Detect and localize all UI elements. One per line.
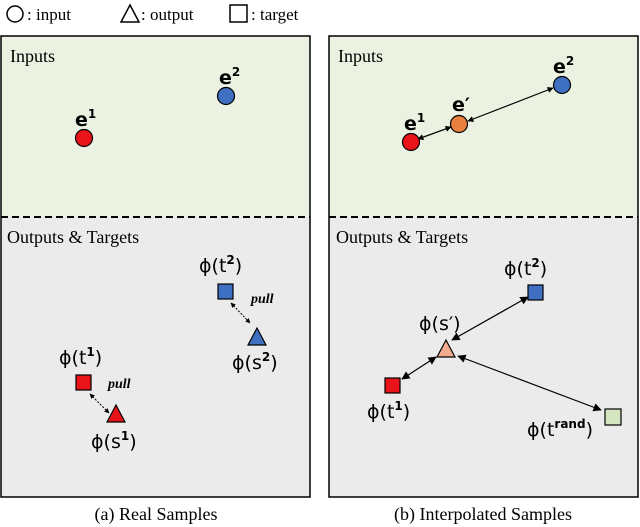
panel-a-t1-target-square	[75, 374, 92, 391]
panel-a-e1-input-circle	[74, 128, 94, 148]
panel-a-outputs-title: Outputs & Targets	[7, 227, 139, 247]
panel-b-sprime-label: ϕ(s′)	[419, 313, 461, 335]
legend-target-square-icon	[229, 4, 248, 23]
panel-a-t2-label: ϕ(t2)	[199, 253, 242, 277]
panel-a-pull-arrow-2	[230, 302, 251, 324]
panel-b-eprime-label: e′	[452, 94, 470, 116]
panel-a-s1-label: ϕ(s1)	[91, 429, 137, 453]
legend-output-triangle-icon	[119, 3, 141, 23]
legend-input-label: : input	[27, 5, 71, 24]
panel-a-s2-output-triangle	[247, 326, 267, 346]
panel-a-pull-arrow-1	[89, 393, 110, 414]
legend-output-label: : output	[141, 5, 194, 24]
panel-b-outputs-title: Outputs & Targets	[336, 227, 468, 247]
panel-a-outputs-region	[1, 217, 310, 497]
panel-b-e1-eprime-arrow	[417, 126, 452, 140]
panel-b-sprime-output-triangle	[436, 338, 456, 358]
panel-a-inputs-region	[1, 36, 310, 217]
panel-b: Inputs Outputs & Targets e1 e′ e2 ϕ(t2) …	[328, 35, 639, 525]
panel-b-sprime-trand-arrow	[457, 354, 602, 412]
panel-b-sprime-t2-arrow	[451, 296, 529, 341]
panel-a-t2-target-square	[217, 283, 234, 300]
panel-b-outputs-region	[329, 217, 638, 497]
panel-b-caption: (b) Interpolated Samples	[394, 504, 572, 525]
panel-a-s2-label: ϕ(s2)	[232, 350, 278, 374]
panel-b-e2-input-circle	[552, 75, 572, 95]
panel-b-e1-input-circle	[401, 132, 421, 152]
panel-a-e2-input-circle	[216, 86, 236, 106]
panel-b-e1-label: e1	[404, 111, 425, 135]
panel-b-trand-label: ϕ(trand)	[527, 417, 593, 441]
panel-a-frame	[0, 35, 311, 498]
panel-a-e2-label: e2	[219, 65, 240, 89]
panel-a-caption: (a) Real Samples	[95, 504, 218, 525]
panel-b-eprime-input-circle	[449, 114, 469, 134]
panel-b-t1-target-square	[384, 377, 401, 394]
panel-b-sprime-t1-arrow	[401, 356, 437, 380]
panel-a-e1-label: e1	[75, 107, 96, 131]
panel-b-inputs-title: Inputs	[338, 46, 383, 66]
legend: : input : output : target	[6, 3, 299, 24]
panel-a-inputs-title: Inputs	[10, 46, 55, 66]
panel-a-pull-label-2: pull	[250, 292, 274, 307]
panel-b-t2-label: ϕ(t2)	[504, 256, 547, 280]
panel-b-inputs-region	[329, 36, 638, 217]
panel-a: Inputs Outputs & Targets e1 e2 ϕ(t2) pul…	[0, 35, 311, 525]
panel-b-trand-target-square	[604, 408, 622, 426]
panel-b-frame	[328, 35, 639, 498]
panel-a-s1-output-triangle	[106, 403, 126, 423]
panel-a-pull-label-1: pull	[107, 377, 131, 392]
panel-b-t1-label: ϕ(t1)	[367, 399, 410, 423]
panel-b-eprime-e2-arrow	[467, 87, 554, 122]
panel-a-t1-label: ϕ(t1)	[59, 345, 102, 369]
panel-b-t2-target-square	[527, 284, 544, 301]
legend-input-circle-icon	[6, 5, 24, 23]
panel-b-e2-label: e2	[553, 54, 574, 78]
legend-target-label: : target	[251, 5, 299, 24]
